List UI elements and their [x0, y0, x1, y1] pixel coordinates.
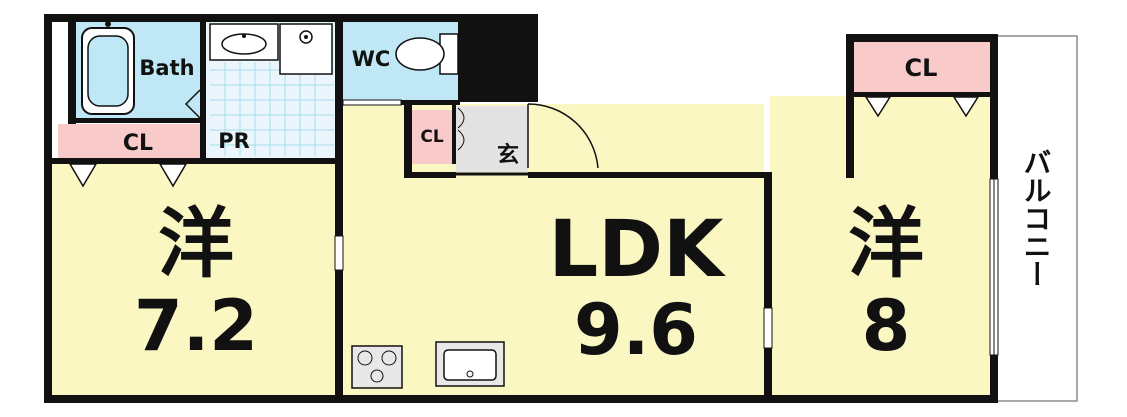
wall-entry-bottom2	[528, 172, 770, 178]
western-room-right-kind: 洋	[848, 199, 924, 288]
wall-right-room-right	[990, 34, 998, 179]
sink	[209, 23, 279, 61]
closet-left-door-a	[68, 163, 98, 188]
window-ldk-right	[763, 307, 773, 349]
wall-closet-bottom	[52, 158, 200, 164]
shoe-cabinet	[457, 107, 465, 151]
wall-entry-closet-right	[452, 104, 456, 164]
western-room-left-size: 7.2	[134, 285, 258, 367]
wall-ldk-right	[764, 172, 772, 308]
closet-right-door-a	[864, 96, 892, 118]
ldk-kind: LDK	[549, 205, 726, 295]
powder-room-tiles	[210, 62, 334, 156]
entrance-floor	[456, 106, 528, 172]
wall-right-room-top	[846, 34, 996, 42]
wall-entry-left	[404, 104, 412, 178]
closet-left-label: CL	[123, 131, 153, 156]
wall-top-left	[44, 14, 538, 22]
closet-right-label: CL	[905, 54, 938, 82]
closet-doors	[68, 96, 980, 188]
window-lr-divider	[334, 235, 344, 271]
wall-lr-divider	[335, 14, 343, 236]
wall-entry-bottom	[404, 172, 456, 178]
kitchen-sink	[435, 341, 505, 387]
wall-right-closet-bottom	[854, 92, 990, 97]
closet-right-floor	[854, 40, 990, 92]
wall-core-block	[458, 14, 538, 102]
wall-bath-bottom	[68, 118, 206, 123]
western-room-left-floor	[52, 162, 335, 395]
bathtub	[81, 21, 135, 115]
closet-left-door-b	[158, 163, 188, 188]
closet-right-door-b	[952, 96, 980, 118]
window-wc	[342, 99, 402, 106]
wall-bottom	[44, 395, 996, 403]
closet-entry-floor	[412, 110, 454, 164]
closet-left-floor	[58, 124, 200, 160]
wall-pr-bottom	[200, 158, 342, 164]
wall-ldk-right-low	[764, 348, 772, 403]
wall-bath-right	[200, 22, 206, 158]
powder-room-label: PR	[218, 129, 250, 153]
western-room-left-kind: 洋	[158, 199, 234, 288]
toilet	[395, 33, 459, 75]
bath-label: Bath	[139, 56, 194, 80]
western-room-right-floor	[770, 96, 990, 395]
ldk-size: 9.6	[574, 289, 698, 371]
stove	[351, 345, 403, 389]
washing-machine	[279, 23, 333, 75]
western-room-right-size: 8	[862, 285, 911, 367]
toilet-label: WC	[352, 47, 391, 71]
wall-right-room-right-low	[990, 355, 998, 403]
bath-door	[184, 89, 201, 119]
windows	[334, 99, 999, 356]
balcony-floor	[995, 35, 1078, 402]
wall-right-room-left	[846, 34, 854, 178]
closet-entry-label: CL	[420, 127, 443, 147]
wall-bath-left	[68, 22, 76, 124]
balcony-label: バルコニー	[1020, 148, 1053, 288]
entrance-label: 玄	[497, 142, 519, 168]
walls	[44, 14, 998, 403]
wall-left	[44, 14, 52, 403]
doors	[184, 89, 599, 176]
wall-lr-divider-low	[335, 270, 343, 403]
entrance-door-swing	[527, 103, 599, 169]
